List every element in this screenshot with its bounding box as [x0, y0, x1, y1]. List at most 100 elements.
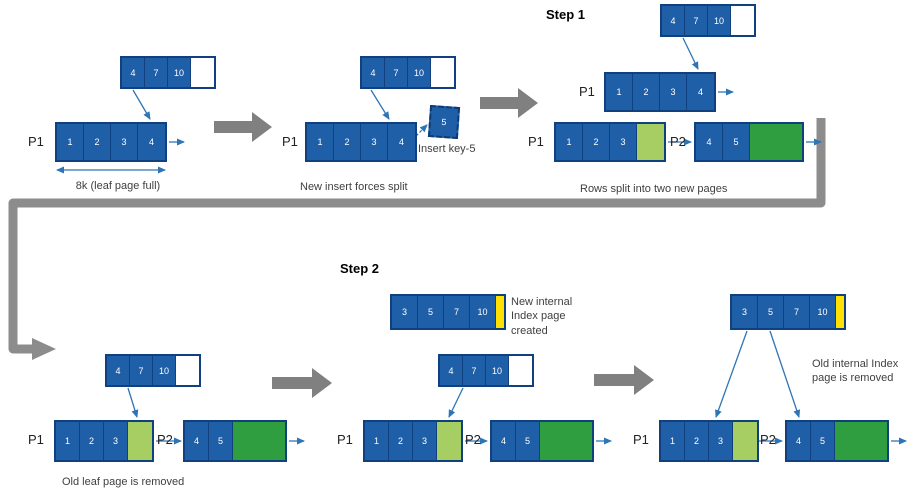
page-cell: 4	[662, 6, 685, 35]
page-cell: 1	[57, 124, 84, 160]
page-cell: 3	[709, 422, 733, 460]
page-cell: 10	[810, 296, 836, 328]
page-cell: 3	[111, 124, 138, 160]
page-cell: 4	[787, 422, 811, 460]
page-cell: 2	[633, 74, 660, 110]
page-cell: 2	[685, 422, 709, 460]
page-cell: 4	[122, 58, 145, 87]
page-cell: 4	[696, 124, 723, 160]
page-cell: 2	[80, 422, 104, 460]
page-cell: 7	[463, 356, 486, 385]
page-label-p1: P1	[28, 134, 44, 149]
page-cell	[750, 124, 802, 160]
page-cell: 10	[708, 6, 731, 35]
new-internal-to-p1-arrow-icon	[715, 330, 748, 418]
connector-arrowhead-icon	[32, 338, 56, 360]
insert-key-label: Insert key-5	[418, 143, 476, 155]
transition-arrow-3-icon	[272, 368, 332, 398]
page-label-p2: P2	[760, 432, 776, 447]
note-new-internal: New internal Index page created	[511, 296, 573, 337]
page-cell: 7	[685, 6, 708, 35]
note-old-internal-removed: Old internal Index page is removed	[812, 358, 899, 385]
page-cell: 3	[413, 422, 437, 460]
page-cell	[431, 58, 454, 87]
internal-to-leaf-arrow-icon	[127, 387, 139, 418]
page-cell	[496, 296, 504, 328]
page-cell: 3	[610, 124, 637, 160]
caption-old-leaf-removed: Old leaf page is removed	[62, 476, 185, 488]
page-cell: 10	[486, 356, 509, 385]
page-cell: 4	[687, 74, 714, 110]
page-cell	[437, 422, 461, 460]
page-cell: 3	[104, 422, 128, 460]
internal-to-leaf-arrow-icon	[682, 37, 699, 70]
page-cell: 1	[606, 74, 633, 110]
page-label-p1: P1	[337, 432, 353, 447]
page-cell: 4	[185, 422, 209, 460]
page-cell: 5	[209, 422, 233, 460]
page-cell	[731, 6, 754, 35]
caption-rows-split: Rows split into two new pages	[580, 183, 728, 195]
page-cell: 10	[408, 58, 431, 87]
page-cell: 2	[334, 124, 361, 160]
page-cell: 10	[153, 356, 176, 385]
page-cell: 7	[444, 296, 470, 328]
internal-to-leaf-arrow-icon	[448, 387, 464, 418]
page-cell: 5	[418, 296, 444, 328]
page-cell	[176, 356, 199, 385]
page-cell: 7	[130, 356, 153, 385]
page-cell: 4	[492, 422, 516, 460]
page-cell	[540, 422, 592, 460]
page-cell: 5	[723, 124, 750, 160]
page-label-p2: P2	[157, 432, 173, 447]
internal-to-leaf-arrow-icon	[370, 89, 390, 120]
insert-key-scrap: 5	[427, 104, 461, 140]
internal-to-leaf-arrow-icon	[132, 89, 151, 120]
page-cell: 1	[556, 124, 583, 160]
transition-arrow-1-icon	[214, 112, 272, 142]
page-cell: 2	[389, 422, 413, 460]
insert-key-dashed-arrow-icon	[415, 124, 428, 137]
page-cell	[835, 422, 887, 460]
page-cell	[836, 296, 844, 328]
page-cell: 10	[470, 296, 496, 328]
page-cell	[733, 422, 757, 460]
page-cell: 1	[307, 124, 334, 160]
page-cell	[128, 422, 152, 460]
page-label-p1: P1	[282, 134, 298, 149]
page-cell: 2	[84, 124, 111, 160]
page-cell: 5	[516, 422, 540, 460]
transition-arrow-2-icon	[480, 88, 538, 118]
page-label-p1: P1	[28, 432, 44, 447]
page-cell: 7	[145, 58, 168, 87]
page-cell: 7	[385, 58, 408, 87]
caption-leaf-full: 8k (leaf page full)	[75, 180, 161, 192]
transition-arrow-4-icon	[594, 365, 654, 395]
new-internal-to-p2-arrow-icon	[769, 330, 801, 418]
page-cell: 3	[392, 296, 418, 328]
page-cell: 4	[107, 356, 130, 385]
page-cell: 2	[583, 124, 610, 160]
page-cell	[191, 58, 214, 87]
page-cell	[509, 356, 532, 385]
page-label-p1: P1	[633, 432, 649, 447]
page-cell	[637, 124, 664, 160]
page-cell: 1	[365, 422, 389, 460]
page-cell: 4	[362, 58, 385, 87]
page-cell: 4	[388, 124, 415, 160]
page-cell: 10	[168, 58, 191, 87]
page-cell: 5	[811, 422, 835, 460]
